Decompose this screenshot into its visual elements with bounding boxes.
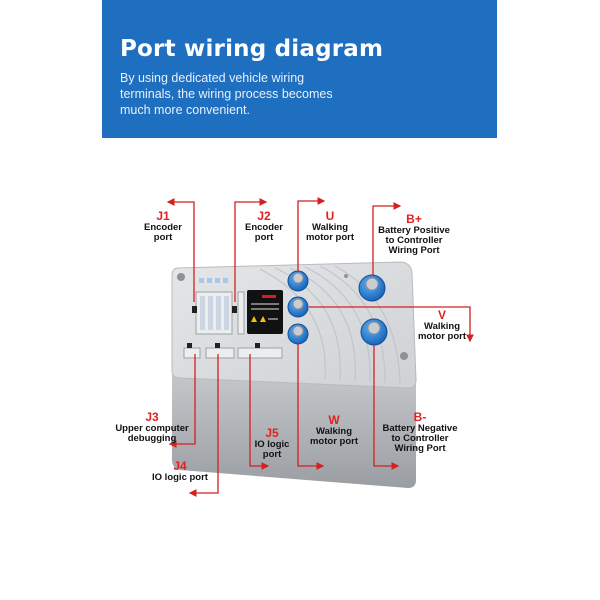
connector-j2: [232, 291, 245, 335]
label-bminus-line3: Wiring Port: [394, 443, 446, 454]
label-bminus: B- Battery Negative to Controller Wiring…: [374, 410, 466, 454]
label-j5-line1: IO logic: [254, 439, 290, 450]
label-j5: J5 IO logic port: [244, 426, 300, 460]
terminal-v: [287, 296, 309, 318]
label-j2-line2: port: [254, 232, 274, 243]
label-v-id: V: [437, 308, 446, 322]
label-j3-line1: Upper computer: [115, 423, 189, 434]
header-banner: Port wiring diagram By using dedicated v…: [102, 0, 497, 138]
leader-bplus: [372, 202, 402, 276]
leader-u: [297, 197, 326, 272]
label-j3: J3 Upper computer debugging: [106, 410, 198, 444]
label-j2-id: J2: [257, 209, 271, 223]
leader-w: [297, 344, 325, 470]
label-j4: J4 IO logic port: [138, 459, 222, 483]
label-j1-id: J1: [156, 209, 170, 223]
connector-j3: [183, 343, 201, 359]
label-bplus-line1: Battery Positive: [378, 225, 450, 236]
label-bminus-line2: to Controller: [391, 433, 449, 444]
product-label: [247, 290, 283, 334]
terminal-u: [287, 270, 309, 292]
leader-j4: [188, 354, 219, 497]
label-j2: J2 Encoder port: [234, 209, 294, 243]
label-j3-line2: debugging: [127, 433, 177, 444]
label-w-line1: Walking: [315, 426, 353, 437]
top-indicators: [199, 278, 228, 283]
label-bplus: B+ Battery Positive to Controller Wiring…: [368, 212, 460, 256]
leader-j5: [249, 354, 270, 470]
page-subtitle: By using dedicated vehicle wiring termin…: [120, 71, 333, 117]
connector-j5: [237, 343, 283, 359]
label-bminus-line1: Battery Negative: [382, 423, 458, 434]
label-v-line1: Walking: [423, 321, 461, 332]
label-v: V Walking motor port: [410, 308, 474, 342]
leader-j2: [234, 198, 268, 302]
label-j5-line2: port: [262, 449, 282, 460]
connector-j1: [192, 291, 233, 335]
label-w-id: W: [328, 413, 340, 427]
leader-j3: [168, 354, 196, 448]
label-j1-line2: port: [153, 232, 173, 243]
label-j2-line1: Encoder: [244, 222, 283, 233]
label-j3-id: J3: [145, 410, 159, 424]
label-u-id: U: [325, 209, 335, 223]
label-j4-id: J4: [173, 459, 187, 473]
leader-j1: [166, 198, 195, 302]
label-bplus-line2: to Controller: [385, 235, 443, 246]
terminal-bminus: [360, 318, 388, 346]
terminal-w: [287, 323, 309, 345]
leader-bminus: [373, 345, 400, 470]
label-j5-id: J5: [265, 426, 279, 440]
leader-v: [309, 306, 474, 343]
terminal-bplus: [358, 274, 386, 302]
page-title: Port wiring diagram: [120, 36, 384, 62]
label-u-line1: Walking: [311, 222, 349, 233]
label-bminus-id: B-: [413, 410, 427, 424]
label-u-line2: motor port: [305, 232, 355, 243]
label-j1: J1 Encoder port: [133, 209, 193, 243]
label-v-line2: motor port: [417, 331, 467, 342]
leader-lines: [166, 197, 474, 497]
label-bplus-id: B+: [406, 212, 422, 226]
label-w: W Walking motor port: [304, 413, 364, 447]
connector-j4: [205, 343, 235, 359]
label-u: U Walking motor port: [300, 209, 360, 243]
label-w-line2: motor port: [309, 436, 359, 447]
label-j1-line1: Encoder: [143, 222, 182, 233]
label-bplus-line3: Wiring Port: [388, 245, 440, 256]
label-j4-line1: IO logic port: [152, 472, 208, 483]
